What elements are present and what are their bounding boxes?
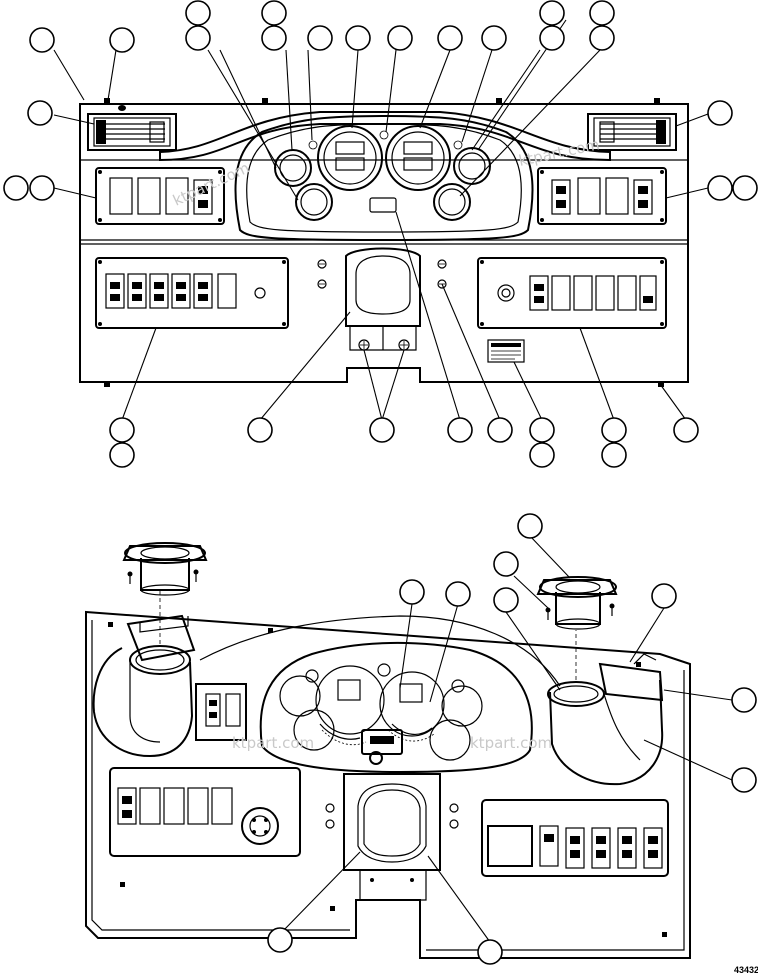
callout-bubble (261, 25, 287, 51)
callout-bubble (732, 175, 758, 201)
left-air-duct (92, 590, 196, 758)
callout-bubble (307, 25, 333, 51)
left-air-vent (87, 113, 177, 151)
callout-bubble (185, 0, 211, 26)
rear-lower-right-panel (481, 799, 669, 877)
rear-connector (361, 729, 403, 765)
rear-callouts (267, 513, 757, 965)
watermark-text: ktpart.com (170, 159, 252, 210)
upper-right-switch-panel (537, 167, 667, 225)
callout-bubble (261, 0, 287, 26)
gauge-right-lower (433, 183, 471, 221)
watermark-text: ktpart.com (517, 135, 601, 170)
warning-decal (487, 339, 525, 363)
callout-bubble (529, 417, 555, 443)
callout-bubble (487, 417, 513, 443)
lower-right-switch-panel (477, 257, 667, 329)
callout-bubble (345, 25, 371, 51)
callout-bubble (369, 417, 395, 443)
callout-bubble (731, 687, 757, 713)
front-leader-lines (53, 19, 709, 421)
callout-bubble (247, 417, 273, 443)
left-vent-cup (122, 542, 208, 596)
callout-bubble (529, 442, 555, 468)
callout-bubble (517, 513, 543, 539)
speedometer (317, 125, 383, 191)
callout-bubble (445, 581, 471, 607)
callout-bubble (267, 927, 293, 953)
callout-bubble (731, 767, 757, 793)
callout-bubble (601, 442, 627, 468)
right-vent-cup (536, 576, 618, 630)
rear-upper-left-switches (195, 683, 247, 741)
callout-bubble (185, 25, 211, 51)
callout-bubble (447, 417, 473, 443)
callout-bubble (539, 0, 565, 26)
callout-bubble (707, 100, 733, 126)
watermark-text: ktpart.com (470, 734, 552, 752)
tachometer (385, 125, 451, 191)
callout-bubble (109, 442, 135, 468)
figure-number: 43432 (734, 965, 758, 975)
front-view: ktpart.com ktpart.com (3, 0, 758, 468)
callout-bubble (437, 25, 463, 51)
front-callouts (3, 0, 758, 468)
rear-view: ktpart.com ktpart.com (85, 513, 757, 965)
callout-bubble (589, 0, 615, 26)
callout-bubble (493, 551, 519, 577)
callout-bubble (27, 100, 53, 126)
rear-cluster-housing (259, 641, 533, 774)
callout-bubble (673, 417, 699, 443)
rear-steering-column-cover (343, 773, 441, 901)
callout-bubble (109, 27, 135, 53)
right-air-vent (587, 113, 677, 151)
callout-bubble (589, 25, 615, 51)
callout-bubble (707, 175, 733, 201)
callout-bubble (539, 25, 565, 51)
steering-column-cover (345, 247, 421, 351)
gauge-left-upper (274, 149, 312, 187)
callout-bubble (29, 175, 55, 201)
callout-bubble (477, 939, 503, 965)
gauge-backs (279, 663, 483, 761)
gauge-left-lower (295, 183, 333, 221)
callout-bubble (651, 583, 677, 609)
upper-left-switch-panel (95, 167, 225, 225)
callout-bubble (29, 27, 55, 53)
rear-lower-left-panel (109, 767, 301, 857)
callout-bubble (109, 417, 135, 443)
callout-bubble (387, 25, 413, 51)
callout-bubble (601, 417, 627, 443)
callout-bubble (399, 579, 425, 605)
callout-bubble (481, 25, 507, 51)
lower-left-switch-panel (95, 257, 289, 329)
watermark-text: ktpart.com (232, 734, 314, 752)
indicator-light (369, 197, 397, 213)
callout-bubble (493, 587, 519, 613)
dash-panel-outline (79, 103, 689, 383)
rear-leader-lines (281, 535, 733, 943)
mounting-screws (317, 259, 447, 351)
instrument-cluster-bezel (234, 114, 534, 242)
callout-bubble (3, 175, 29, 201)
